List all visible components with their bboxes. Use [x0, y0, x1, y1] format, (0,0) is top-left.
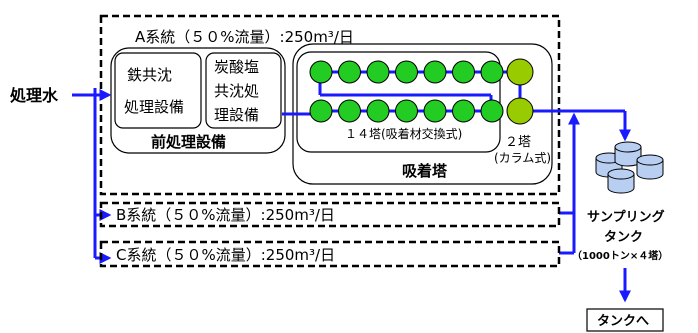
input-label: 処理水	[10, 86, 59, 105]
top-row-adsorber-1	[309, 60, 333, 84]
bottom-row-adsorber-3	[366, 99, 390, 123]
system-a-label: A系統（５０%流量）:250m³/日	[135, 28, 354, 46]
top-row-adsorber-6	[452, 60, 475, 84]
output-label: タンクへ	[597, 314, 649, 329]
system-c-label: C系統（５０%流量）:250m³/日	[116, 246, 335, 264]
bottom-row-adsorber-4	[395, 99, 418, 123]
carbonate-coprecipitation-box	[205, 52, 282, 129]
system-b-frame	[99, 201, 561, 228]
column-line2: (カラム式)	[494, 151, 551, 165]
adsorption-tower-label: 吸着塔	[402, 162, 448, 180]
sampling-tanks-icon	[595, 141, 664, 194]
iron-line2: 処理設備	[124, 98, 184, 116]
carbonate-line1: 炭酸塩	[214, 58, 259, 76]
bottom-row-adsorber-6	[452, 99, 475, 123]
iron-line1: 鉄共沈	[127, 66, 172, 84]
carbonate-line3: 理設備	[214, 106, 259, 124]
top-row-adsorber-5	[423, 60, 447, 84]
adsorber-towers-label: １４塔(吸着材交換式)	[345, 126, 462, 141]
sampling-line3: （1000トン×４塔）	[572, 249, 668, 262]
pretreatment-label: 前処理設備	[151, 133, 226, 151]
bottom-row-adsorber-7	[480, 99, 504, 123]
bottom-row-adsorber-1	[309, 99, 333, 123]
system-b-label: B系統（５０%流量）:250m³/日	[116, 206, 335, 224]
column-tower-1	[506, 58, 534, 86]
sampling-line2: タンク	[604, 230, 643, 245]
column-line1: ２塔	[505, 135, 531, 150]
top-row-adsorber-2	[338, 60, 361, 84]
system-c-frame	[99, 240, 561, 268]
carbonate-line2: 共沈処	[214, 82, 259, 100]
sampling-line1: サンプリング	[587, 209, 665, 225]
top-row-adsorber-4	[395, 60, 418, 84]
column-tower-2	[506, 97, 534, 125]
system-a-frame	[99, 14, 561, 196]
iron-coprecipitation-box	[114, 52, 202, 129]
bottom-row-adsorber-5	[423, 99, 447, 123]
output-box	[586, 308, 664, 332]
top-row-adsorber-3	[366, 60, 390, 84]
bottom-row-adsorber-2	[338, 99, 361, 123]
top-row-adsorber-7	[480, 60, 504, 84]
